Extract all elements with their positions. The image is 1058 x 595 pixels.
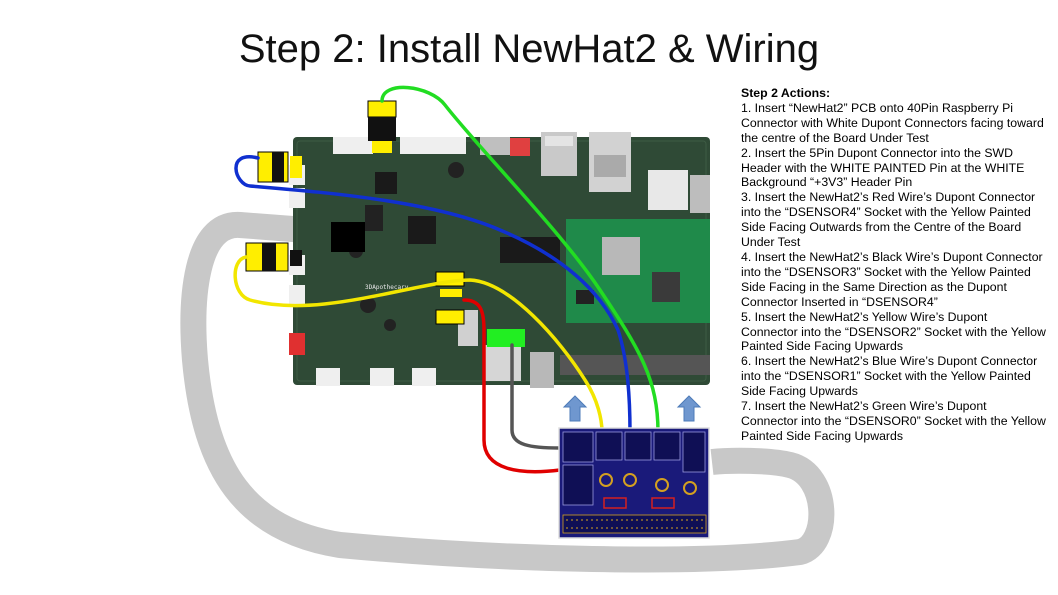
action-step-1: 1. Insert “NewHat2” PCB onto 40Pin Raspb… xyxy=(741,100,1044,145)
board-silkscreen: 3DApothecary xyxy=(365,284,409,291)
action-step-3: 3. Insert the NewHat2’s Red Wire’s Dupon… xyxy=(741,190,1036,250)
wire-blue xyxy=(234,155,632,434)
ribbon-cable xyxy=(180,212,835,573)
connector-green xyxy=(487,329,525,347)
wire-yellow xyxy=(233,255,604,434)
arrow-up-right xyxy=(676,395,702,422)
action-step-6: 6. Insert the NewHat2’s Blue Wire’s Dupo… xyxy=(741,354,1038,399)
hdmi-connector xyxy=(690,175,710,213)
action-step-2: 2. Insert the 5Pin Dupont Connector into… xyxy=(741,145,1025,190)
wire-black xyxy=(510,343,562,450)
insert-arrows xyxy=(562,395,702,422)
connector-top-yellow xyxy=(367,100,397,118)
action-step-5: 5. Insert the NewHat2’s Yellow Wire’s Du… xyxy=(741,309,1046,354)
newhat2-pcb xyxy=(558,427,710,539)
connector-ribbon-black xyxy=(331,222,365,252)
connector-top-black xyxy=(368,117,396,141)
arrow-up-left xyxy=(562,395,588,422)
step-actions: Step 2 Actions: 1. Insert “NewHat2” PCB … xyxy=(741,86,1046,444)
connector-dsensor3 xyxy=(435,309,465,325)
wires xyxy=(233,85,660,474)
wire-green xyxy=(380,85,660,434)
wire-red xyxy=(462,298,562,474)
slide-title: Step 2: Install NewHat2 & Wiring xyxy=(238,27,820,71)
gpio-header xyxy=(560,355,710,375)
action-step-4: 4. Insert the NewHat2’s Black Wire’s Dup… xyxy=(741,249,1043,309)
actions-heading: Step 2 Actions: xyxy=(741,86,831,100)
action-step-7: 7. Insert the NewHat2’s Green Wire’s Dup… xyxy=(741,399,1046,443)
